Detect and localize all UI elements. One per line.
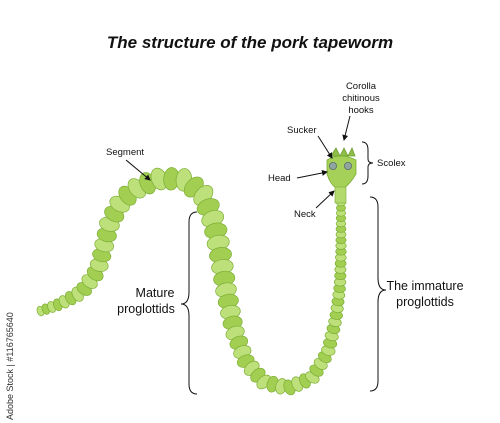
diagram-title: The structure of the pork tapeworm	[107, 33, 393, 52]
label-immature-line2: proglottids	[396, 295, 454, 309]
label-scolex: Scolex	[377, 158, 406, 169]
hook-crown	[330, 147, 356, 157]
neck-pointer	[315, 190, 335, 209]
label-mature-line2: proglottids	[117, 302, 175, 316]
mature-brace	[180, 211, 198, 395]
label-neck: Neck	[294, 209, 316, 220]
label-sucker: Sucker	[287, 125, 317, 136]
immature-brace	[369, 196, 387, 392]
label-mature-line1: Mature	[136, 286, 175, 300]
neck-shape	[334, 186, 347, 204]
sucker-pointer	[317, 135, 333, 159]
segment-pointer	[125, 159, 151, 181]
label-head: Head	[268, 173, 291, 184]
label-corolla-line2: chitinous	[342, 93, 380, 104]
stock-id-text: Adobe Stock | #116765640	[5, 312, 15, 420]
corolla-pointer	[342, 115, 351, 141]
head-pointer	[296, 170, 328, 179]
label-corolla-line1: Corolla	[346, 81, 377, 92]
tapeworm-body	[36, 167, 347, 396]
label-immature-line1: The immature	[386, 279, 463, 293]
scolex-head	[326, 147, 357, 204]
sucker-right	[343, 161, 352, 170]
scolex-brace	[361, 141, 374, 185]
head-shape	[326, 155, 357, 189]
label-corolla-line3: hooks	[348, 105, 374, 116]
sucker-left	[328, 161, 337, 170]
label-segment: Segment	[106, 147, 144, 158]
